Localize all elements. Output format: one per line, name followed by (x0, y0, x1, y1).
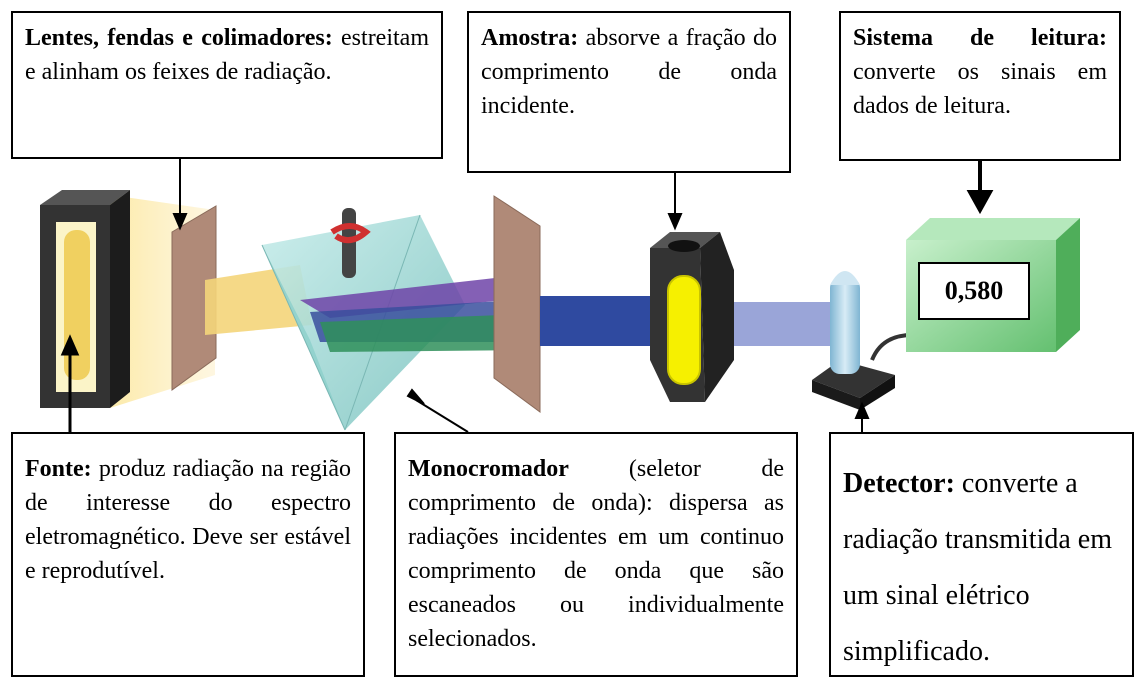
detector-title: Detector: (843, 468, 962, 499)
exit-slit (493, 195, 541, 413)
lentes-title: Lentes, fendas e colimadores: (25, 25, 342, 51)
arrow-monocromador (406, 388, 469, 433)
dispersed-beam-violet (300, 278, 505, 318)
arrow-amostra (667, 172, 683, 231)
amostra-box: Amostra: absorve a fração do comprimento… (467, 11, 791, 173)
detector-text: converte a radiação transmitida em um si… (843, 468, 1112, 667)
lentes-text: estreitam e alinham os feixes de radiaçã… (25, 25, 429, 85)
monochromatic-beam (540, 296, 660, 346)
leitura-title: Sistema de leitura: (853, 25, 1107, 51)
monocromador-box: Monocromador (seletor de comprimento de … (394, 432, 798, 677)
fonte-box: Fonte: produz radiação na região de inte… (11, 432, 365, 677)
arrow-fonte (60, 334, 80, 432)
monocromador-text: (seletor de comprimento de onda): disper… (408, 456, 784, 652)
fonte-text: produz radiação na região de interesse d… (25, 456, 351, 584)
lentes-box: Lentes, fendas e colimadores: estreitam … (11, 11, 443, 159)
arrow-leitura (966, 160, 994, 215)
transmitted-beam (734, 302, 836, 346)
dispersed-beam-green (320, 314, 532, 352)
amostra-text: absorve a fração do comprimento de onda … (481, 25, 777, 119)
leitura-box: Sistema de leitura: converte os sinais e… (839, 11, 1121, 161)
detector-box: Detector: converte a radiação transmitid… (829, 432, 1134, 677)
amostra-title: Amostra: (481, 25, 586, 51)
fonte-title: Fonte: (25, 456, 99, 482)
source-lamp (40, 190, 130, 408)
reader-display: 0,580 (918, 262, 1030, 320)
monocromador-title: Monocromador (408, 456, 629, 482)
detector-device (812, 271, 913, 410)
leitura-text: converte os sinais em dados de leitura. (853, 59, 1107, 119)
rotation-arrow (330, 223, 371, 244)
arrow-detector (854, 401, 870, 432)
entrance-slit (171, 205, 217, 391)
sample-cuvette-holder (650, 232, 734, 402)
arrow-lentes (172, 158, 188, 231)
